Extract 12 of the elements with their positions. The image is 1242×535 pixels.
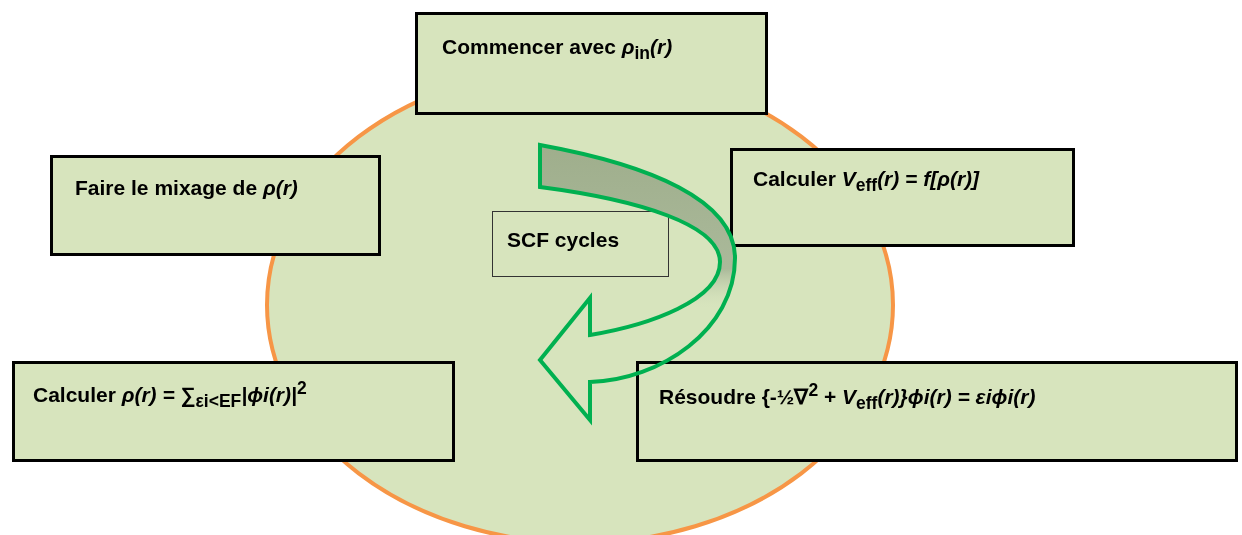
step-text: Calculer ρ(r) = ∑$_{εi<EF}$|ϕi(r)|$^{2}$ (33, 378, 307, 413)
step-text: Calculer V$_{eff}$(r) = f[ρ(r)] (753, 167, 980, 197)
step-box (415, 12, 768, 115)
step-box (12, 361, 455, 462)
step-text: Résoudre {-½∇$^{2}$ + V$_{eff}$(r)}ϕi(r) = εiϕi(r) (659, 380, 1036, 415)
step-text: SCF cycles (507, 228, 620, 252)
step-text: Faire le mixage de ρ(r) (75, 176, 298, 200)
step-box (636, 361, 1238, 462)
cycle-label-box (492, 211, 669, 277)
step-box (50, 155, 381, 256)
step-box (730, 148, 1075, 247)
step-text: Commencer avec ρ$_{in}$(r) (442, 35, 673, 65)
